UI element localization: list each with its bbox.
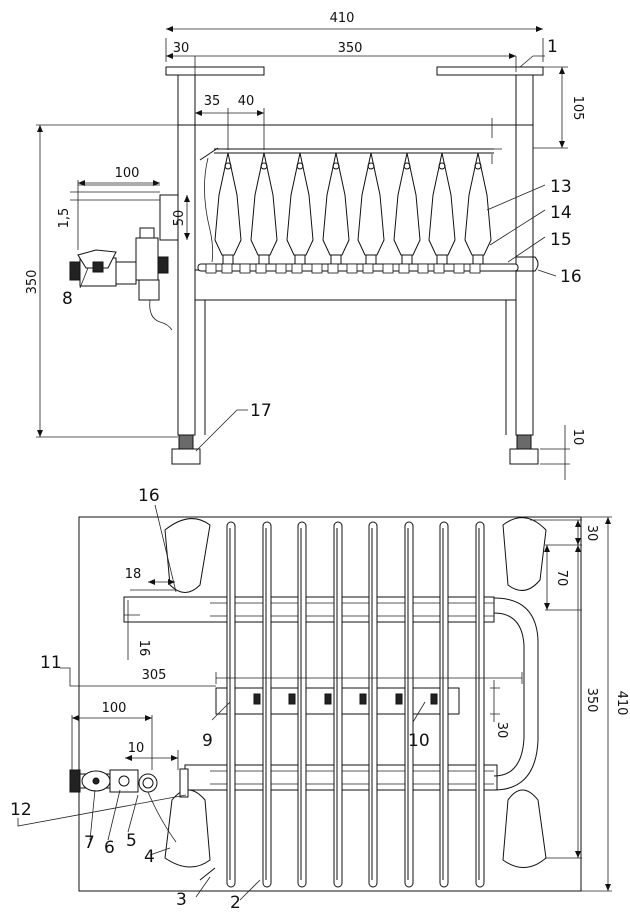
dim-text-30-right: 30 (584, 525, 599, 542)
loop-tubes (226, 521, 485, 888)
manifold-end (516, 256, 539, 272)
dimension-labels: 410 30 350 105 35 40 100 1,5 50 350 10 1… (25, 11, 629, 756)
dim-text-1-5: 1,5 (57, 208, 72, 229)
upper-frame (194, 124, 517, 271)
ext-350 (194, 56, 517, 75)
dim-text-350-plan: 350 (584, 688, 599, 713)
ext-right (530, 516, 612, 892)
return-pipe-inner (493, 612, 525, 777)
dim-text-350: 350 (338, 41, 363, 56)
support-top-right (502, 517, 547, 591)
callout-15: 15 (550, 230, 572, 250)
inlet-valve-group (69, 227, 173, 331)
upper-strip (123, 596, 495, 623)
dim-text-350-h: 350 (25, 270, 40, 295)
plan-border (78, 516, 582, 892)
callout-6: 6 (104, 838, 115, 858)
callout-11: 11 (40, 653, 62, 673)
top-plate-left (165, 66, 265, 76)
dim-text-35: 35 (204, 94, 221, 109)
dim-16 (124, 600, 140, 660)
side-bracket (159, 194, 179, 241)
dim-text-105: 105 (570, 96, 585, 121)
callout-4: 4 (144, 847, 155, 867)
left-leg (177, 74, 196, 436)
ext-105 (533, 66, 568, 149)
callout-7: 7 (84, 833, 95, 853)
callout-labels: 1 13 14 15 16 8 17 16 11 9 10 12 7 6 5 4… (10, 37, 582, 913)
callout-9: 9 (202, 731, 213, 751)
callout-17: 17 (250, 401, 272, 421)
callout-10: 10 (408, 731, 430, 751)
dim-10-foot (540, 425, 570, 480)
bar-valves (253, 693, 438, 705)
callout-12: 12 (10, 800, 32, 820)
callout-5: 5 (126, 831, 137, 851)
callout-8: 8 (62, 289, 73, 309)
callout-16-plan: 16 (138, 486, 160, 506)
support-bottom-right (502, 789, 547, 868)
plan-view (17, 504, 612, 901)
leaders-top (79, 55, 557, 452)
support-top-left (164, 518, 211, 593)
dim-text-16: 16 (136, 640, 151, 657)
header-pipe (214, 148, 494, 154)
elevation-view (36, 26, 570, 480)
ext-1-5 (70, 191, 160, 201)
callout-14: 14 (550, 203, 572, 223)
callout-3: 3 (176, 890, 187, 910)
callout-2: 2 (230, 893, 241, 913)
dim-text-30-plan: 30 (494, 722, 509, 739)
dim-text-100-plan: 100 (102, 701, 127, 716)
top-plate-right (436, 66, 544, 76)
ext-305 (215, 672, 523, 684)
sensor-probe (199, 147, 219, 161)
return-pipe-outer (493, 597, 539, 791)
callout-16-top: 16 (560, 267, 582, 287)
right-foot (509, 434, 539, 465)
ext-350-h (36, 124, 178, 438)
dim-30-plan (490, 680, 500, 722)
circuit-loops (214, 152, 492, 265)
dim-text-40: 40 (238, 94, 255, 109)
lower-frame (195, 299, 516, 435)
dim-text-30: 30 (173, 41, 190, 56)
dim-text-410: 410 (330, 11, 355, 26)
dim-text-305: 305 (142, 668, 167, 683)
sensor-cable (204, 157, 214, 263)
support-bottom-left (164, 789, 211, 868)
callout-13: 13 (550, 177, 572, 197)
left-foot (171, 434, 201, 465)
dim-text-18: 18 (125, 567, 142, 582)
dim-text-410-plan: 410 (614, 691, 629, 716)
callout-1: 1 (547, 37, 558, 57)
inlet-valve-plan (69, 768, 216, 881)
dim-text-100: 100 (115, 166, 140, 181)
dim-top-right (490, 118, 502, 164)
dim-text-70: 70 (554, 570, 569, 587)
dim-text-10: 10 (570, 429, 585, 446)
leaders-plan (17, 504, 426, 901)
dim-text-50: 50 (172, 210, 187, 227)
dim-text-10-plan: 10 (128, 741, 145, 756)
ext-pitch (227, 108, 265, 150)
bar-clamps (205, 263, 481, 274)
